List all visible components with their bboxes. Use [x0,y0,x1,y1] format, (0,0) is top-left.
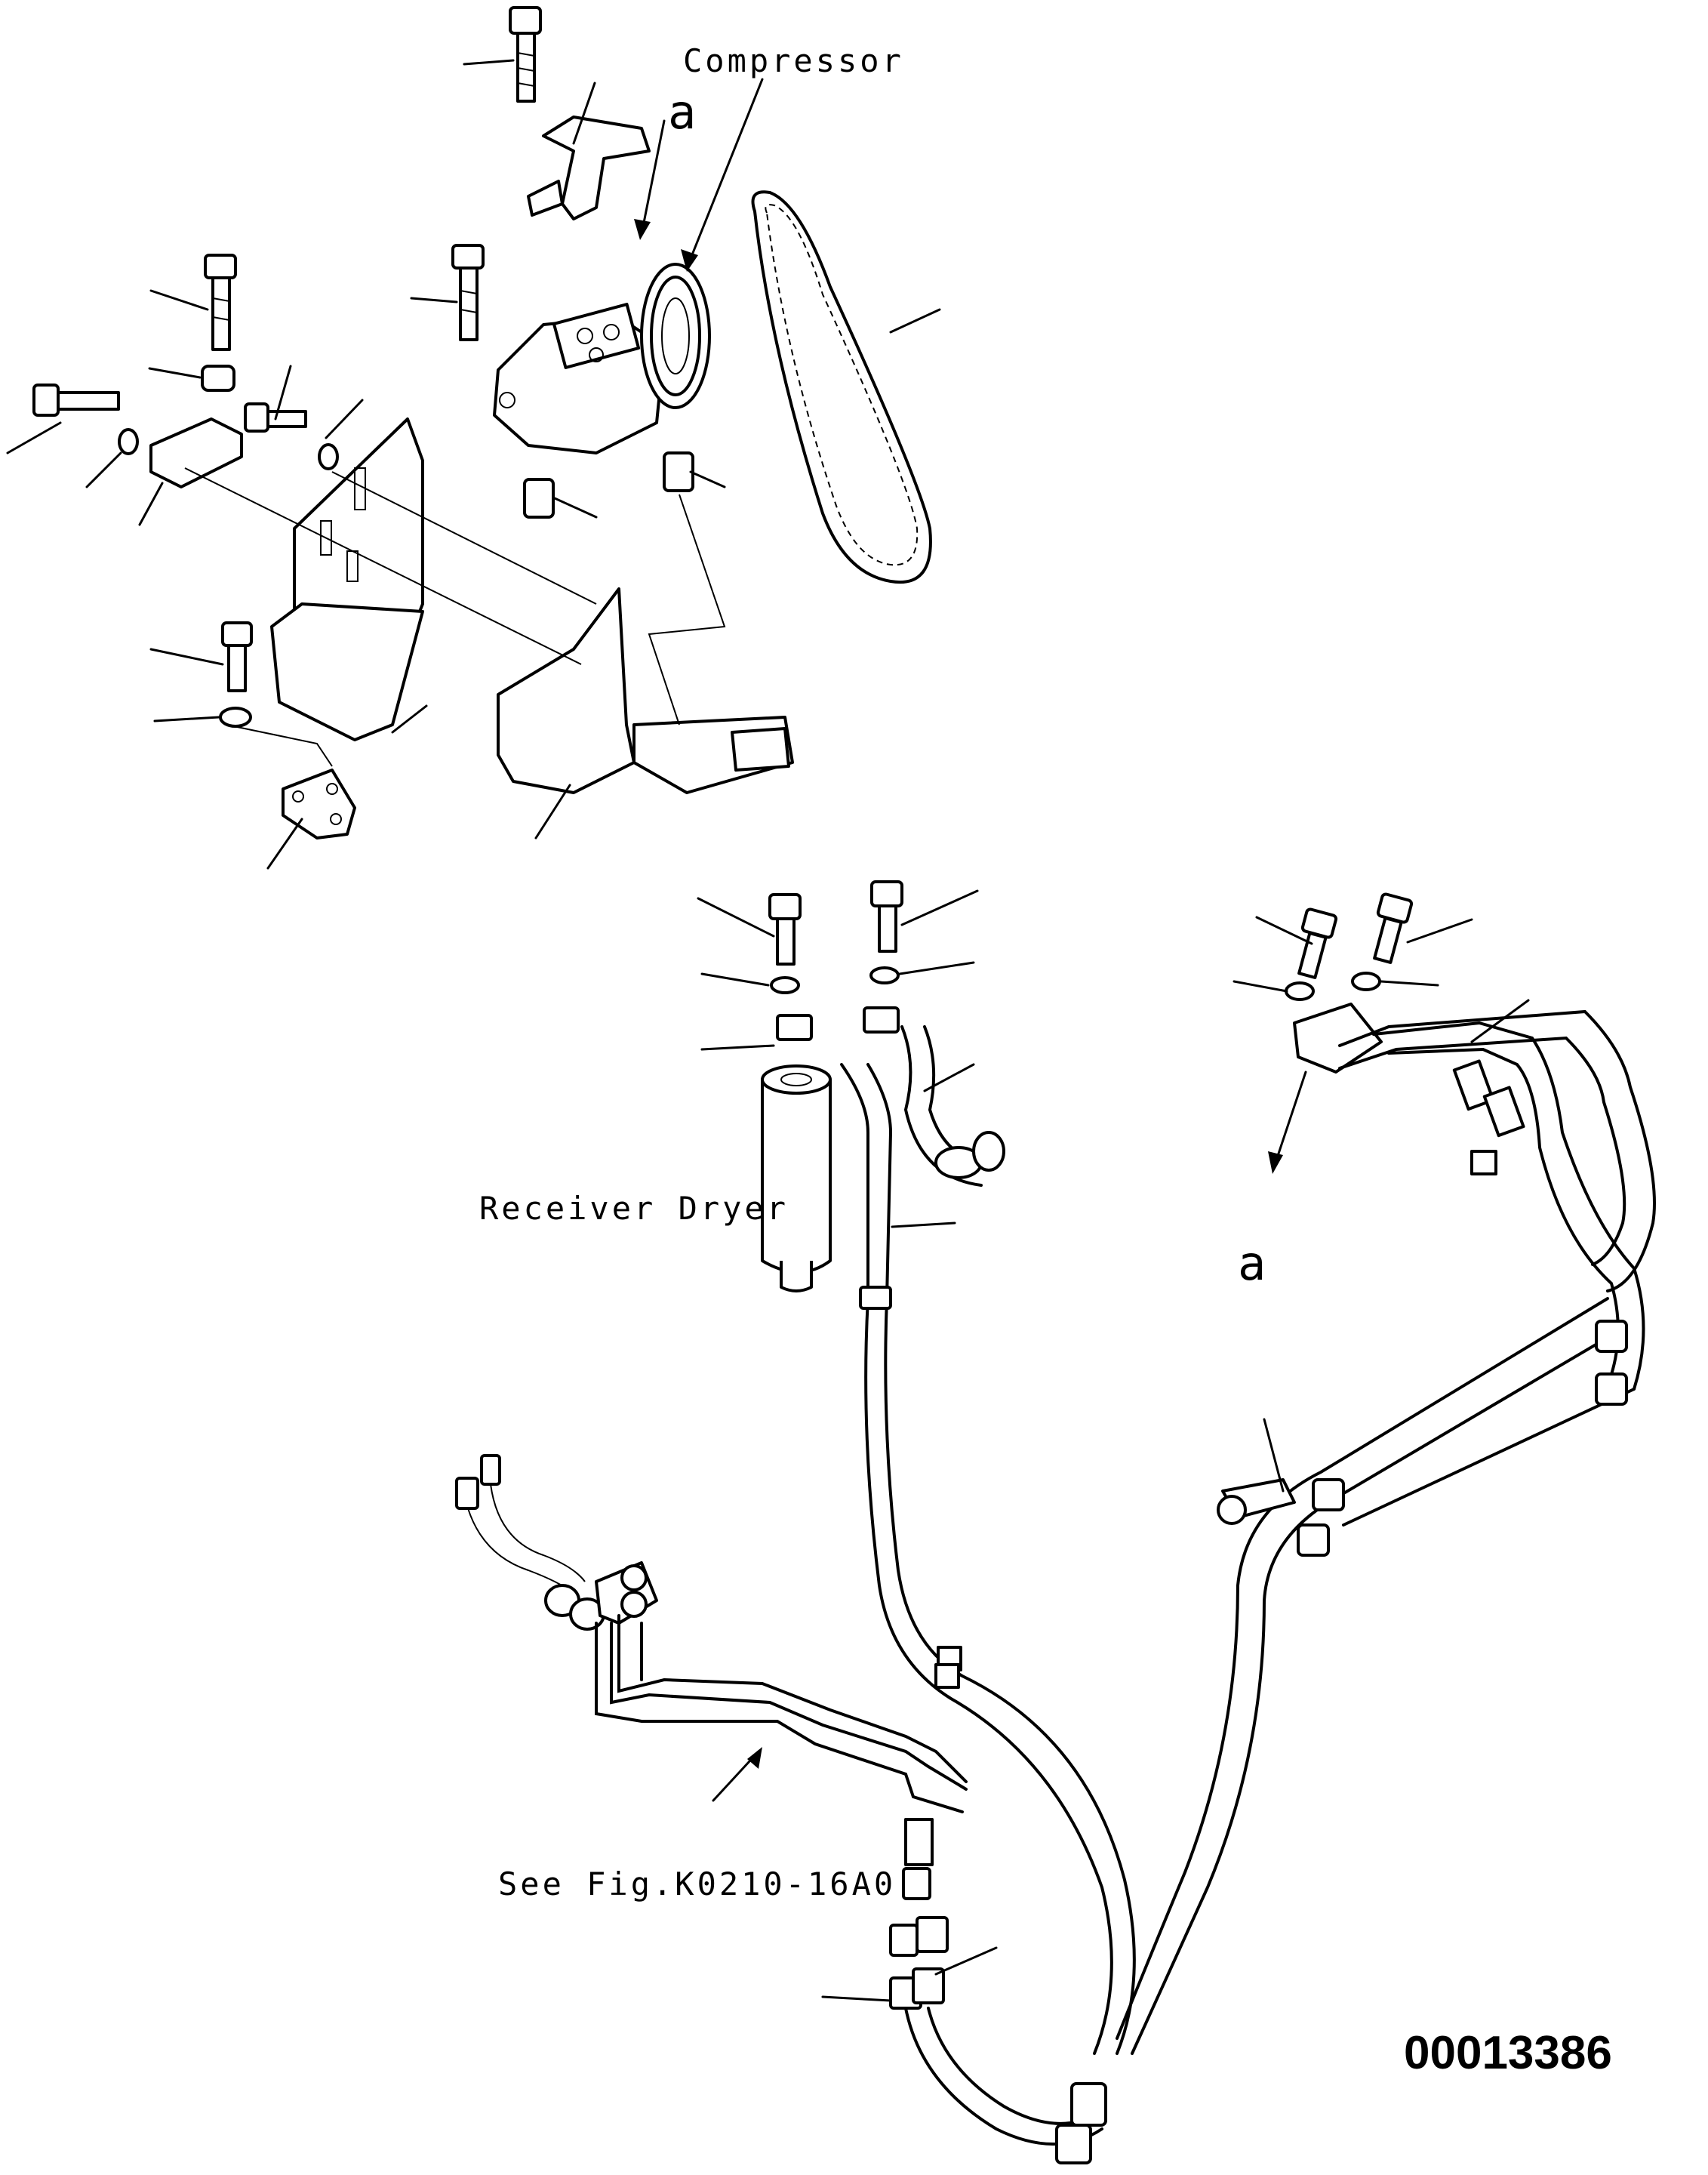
compressor-body [493,263,711,454]
connector-1 [455,1477,479,1510]
mount-plate [282,769,356,840]
washer-right-1 [1285,981,1315,1001]
fitting-block [1293,1003,1383,1074]
view-mark-right: a [1238,1236,1266,1291]
bolt-upper-left [204,254,237,351]
washer-center [318,443,339,470]
view-mark-top: a [668,85,696,140]
bracket-assembly [6,254,794,870]
receiver-dryer-body [761,1064,832,1292]
dryer-fitting-right [863,1006,900,1034]
washer-dryer-left [770,976,800,994]
bolt-top [509,6,542,103]
dryer-fitting [776,1014,813,1041]
nut [201,365,235,392]
lower-bracket [497,587,635,794]
spacer-right [663,451,694,492]
label-receiver-dryer: Receiver Dryer [479,1190,789,1227]
label-compressor: Compressor [683,42,904,79]
bolt-lower-left [221,621,253,692]
connector-2 [480,1454,501,1486]
washer-lower-left [219,707,252,728]
label-see-fig: See Fig.K0210-16A0 [498,1865,896,1902]
drawing-number: 00013386 [1404,2027,1612,2079]
bolt-dryer-left [768,893,802,966]
bolt-dryer-right [870,880,903,953]
v-belt [751,190,932,584]
spacer-block [149,417,243,488]
spacer-left [523,478,555,519]
bolt-right-2 [1373,892,1414,964]
hose-long [840,1063,1136,2055]
compressor-assembly [410,6,941,584]
bolt-compressor [451,244,485,341]
washer-left [118,428,139,455]
compressor-clip [542,116,651,220]
tube-assembly [455,1454,1107,2164]
washer-dryer-right [869,966,900,984]
receiver-dryer-assembly [697,880,1136,2055]
bolt-horizontal-left [32,384,120,417]
hose-right-assembly [1116,892,1656,2055]
bolt-right-1 [1297,907,1338,979]
washer-right-2 [1351,972,1381,991]
hose-short [900,1025,1005,1187]
